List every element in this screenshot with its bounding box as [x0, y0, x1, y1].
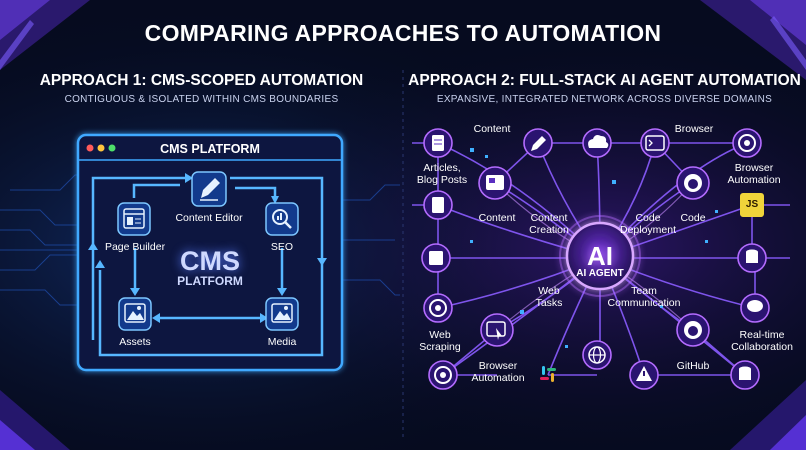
content-editor-label: Content Editor	[175, 212, 243, 224]
cloud-icon	[582, 128, 612, 158]
media-label: Media	[267, 336, 297, 348]
corner-accent-bottom-right	[730, 380, 806, 450]
chrome-icon-left	[423, 293, 453, 323]
articles-blog-posts-label: Articles, Blog Posts	[416, 162, 468, 186]
terminal-icon	[640, 128, 670, 158]
cms-arrowheads	[88, 173, 327, 323]
github-icon-top	[676, 166, 710, 200]
window-dot-yellow	[97, 144, 105, 152]
file-icon-top-left	[423, 128, 453, 158]
file-icon-left	[423, 190, 453, 220]
seo-label: SEO	[270, 241, 294, 253]
media-icon	[265, 297, 299, 331]
code-deployment-label: Code Deployment	[619, 212, 677, 236]
github-label: GitHub	[676, 360, 710, 372]
code-label: Code	[680, 212, 706, 224]
cms-center-subtitle: PLATFORM	[177, 274, 243, 288]
browser-automation-bottom-label: Browser Automation	[471, 360, 525, 384]
page-title: COMPARING APPROACHES TO AUTOMATION	[144, 20, 662, 46]
assets-icon	[118, 297, 152, 331]
github-icon-bottom	[676, 313, 710, 347]
ai-hub-subtitle: AI AGENT	[576, 268, 624, 279]
page-builder-icon	[117, 202, 151, 236]
ai-hub-title: AI	[587, 241, 613, 271]
data-packet-dots	[470, 148, 718, 348]
seo-icon	[265, 202, 299, 236]
cms-platform-title: CMS PLATFORM	[160, 142, 260, 156]
window-dot-green	[108, 144, 116, 152]
window-dot-red	[86, 144, 94, 152]
browser-top-label: Browser	[674, 123, 714, 135]
approach1-heading: APPROACH 1: CMS-SCOPED AUTOMATION	[39, 72, 364, 89]
content-top-label: Content	[473, 123, 511, 135]
javascript-icon	[740, 193, 764, 217]
javascript-badge-label: JS	[745, 199, 759, 210]
warning-icon	[629, 360, 659, 390]
cms-workflow-loop	[91, 176, 324, 357]
cms-center-title: CMS	[180, 246, 240, 276]
content-mid-label: Content	[478, 212, 516, 224]
content-creation-label: Content Creation	[529, 212, 569, 236]
newspaper-icon	[478, 166, 512, 200]
corner-accent-top-right	[700, 0, 806, 80]
approach2-subheading: EXPANSIVE, INTEGRATED NETWORK ACROSS DIV…	[436, 94, 773, 105]
corner-accent-bottom-left	[0, 390, 70, 450]
globe-icon	[582, 340, 612, 370]
browser-automation-right-label: Browser Automation	[727, 162, 781, 186]
assets-label: Assets	[119, 336, 151, 348]
browser-cursor-icon	[480, 313, 514, 347]
document-list-icon	[421, 243, 451, 273]
web-tasks-label: Web Tasks	[535, 285, 563, 309]
database-icon-bottom	[730, 360, 760, 390]
chrome-icon-bottom	[428, 360, 458, 390]
database-icon-right	[737, 243, 767, 273]
team-communication-label: Team Communication	[607, 285, 681, 309]
chat-icon	[740, 293, 770, 323]
ai-agent-hub	[559, 215, 641, 297]
approach1-subheading: CONTIGUOUS & ISOLATED WITHIN CMS BOUNDAR…	[64, 94, 339, 105]
corner-accent-top-left	[0, 0, 90, 70]
real-time-collaboration-label: Real-time Collaboration	[731, 329, 793, 353]
slack-icon	[540, 366, 556, 382]
circuit-traces-left	[0, 174, 400, 306]
page-builder-label: Page Builder	[104, 241, 166, 253]
pencil-icon	[523, 128, 553, 158]
web-scraping-label: Web Scraping	[419, 329, 461, 353]
content-editor-icon	[191, 171, 227, 207]
approach2-heading: APPROACH 2: FULL-STACK AI AGENT AUTOMATI…	[408, 72, 801, 89]
chrome-icon-top-right	[732, 128, 762, 158]
